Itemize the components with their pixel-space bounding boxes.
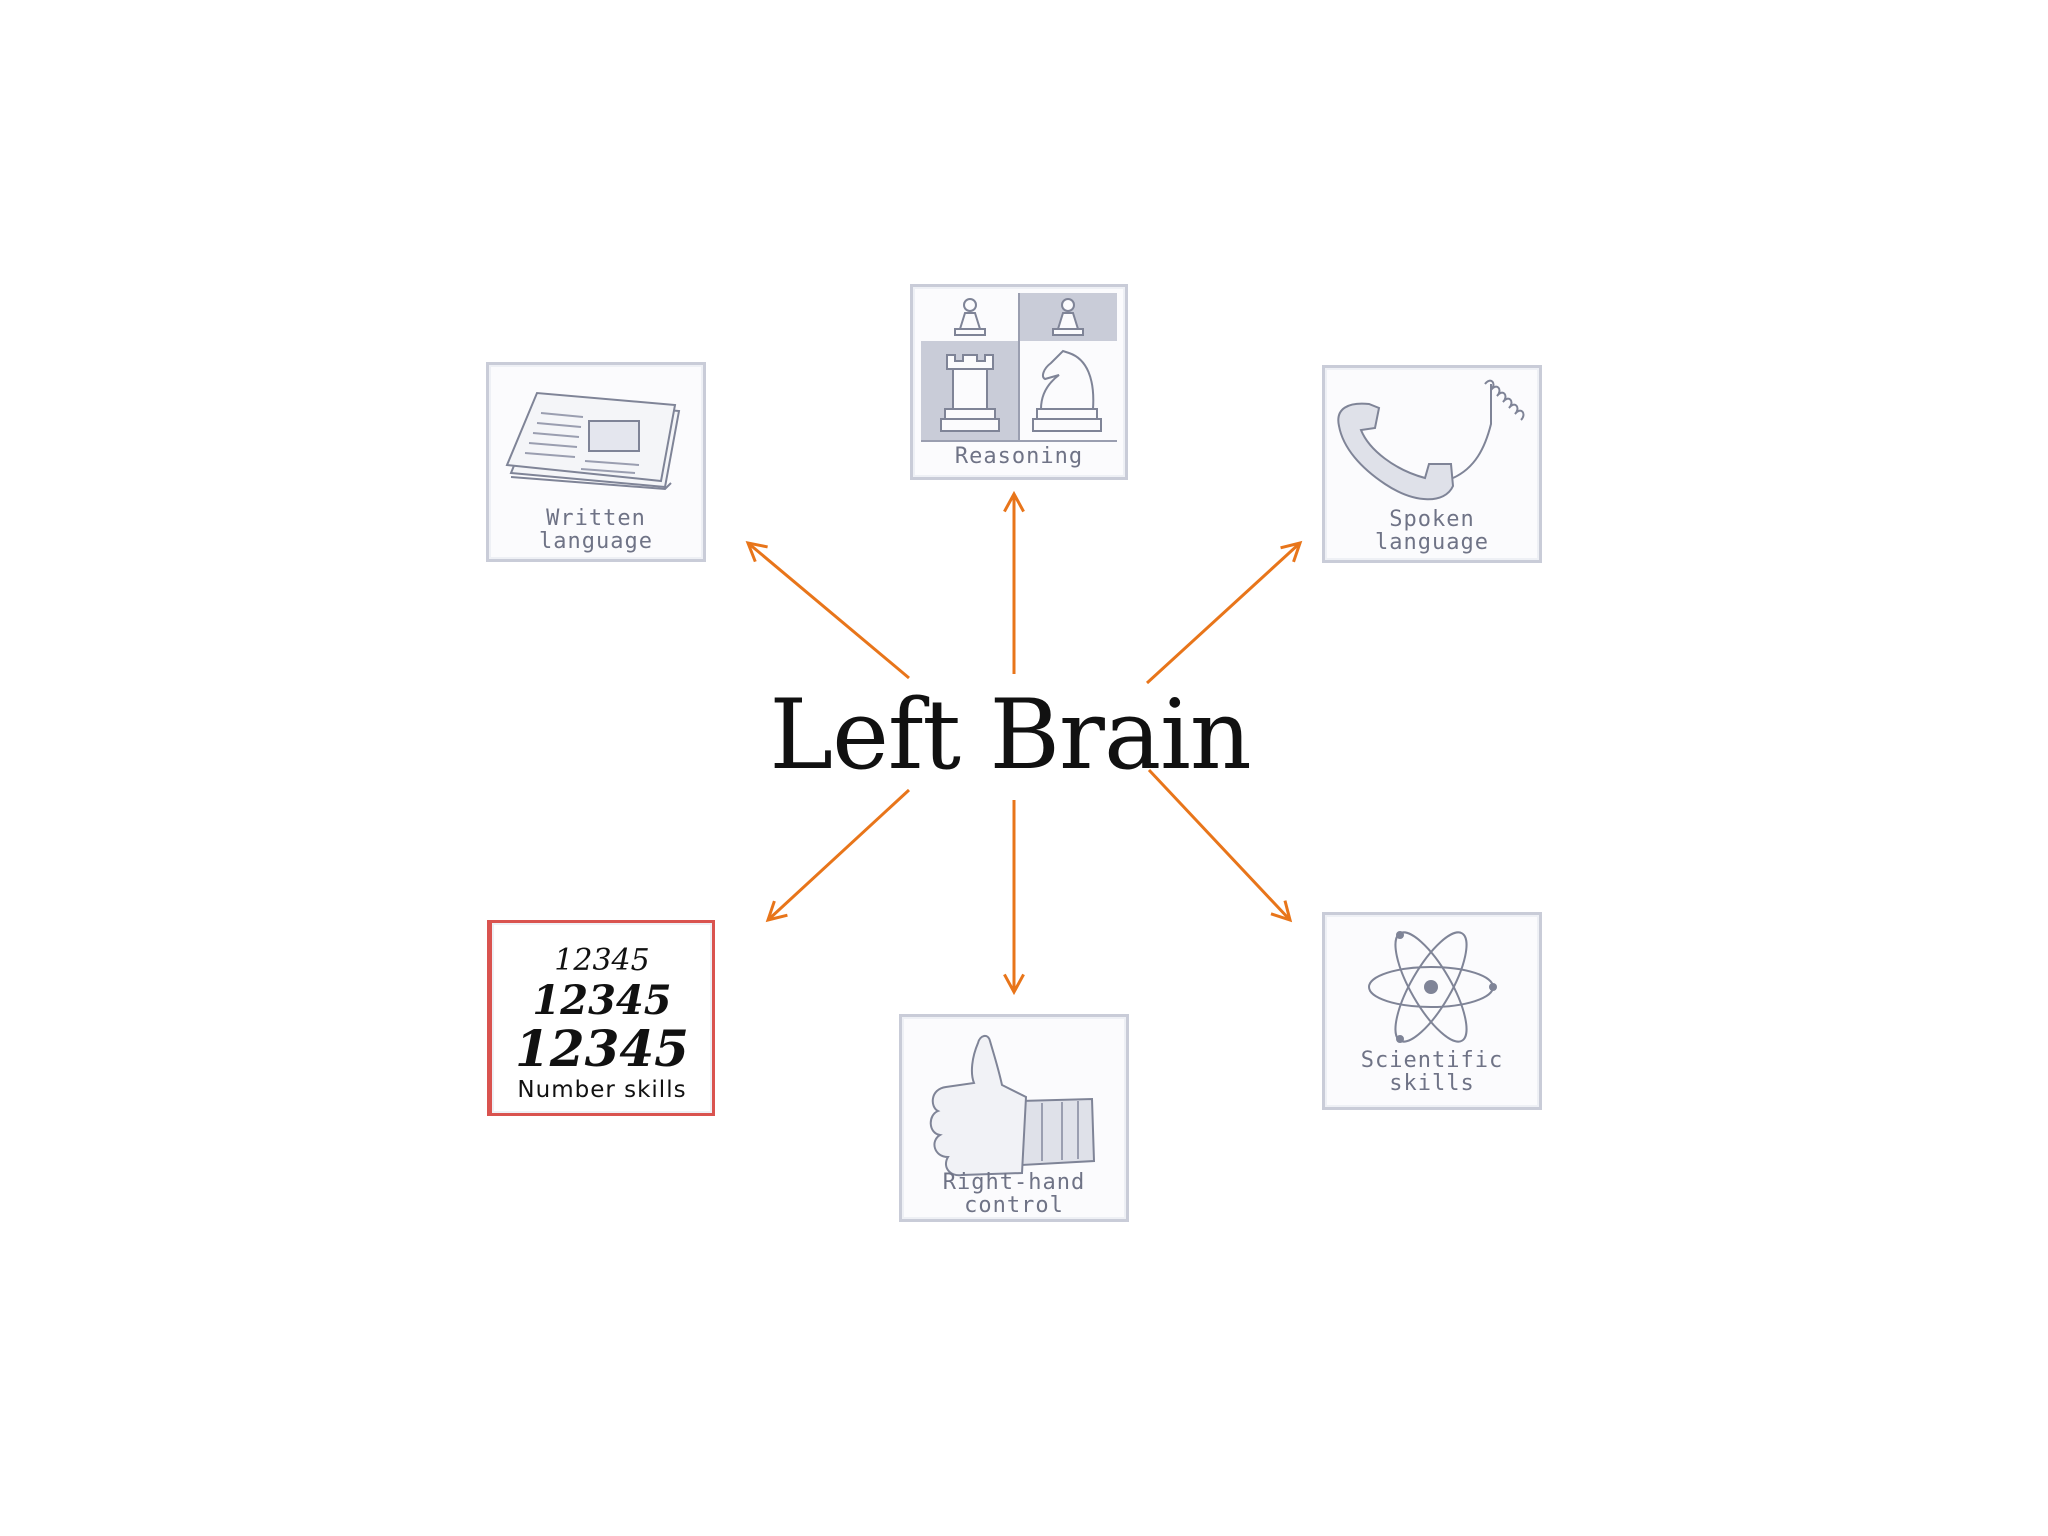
- reasoning-card: Reasoning: [910, 284, 1128, 480]
- arrow-to-scientific-skills: [1147, 768, 1293, 923]
- scientific-skills-label-line-2: skills: [1389, 1071, 1475, 1096]
- right-hand-control-label-line-2: control: [964, 1193, 1064, 1218]
- chess-pieces-icon: [921, 293, 1117, 442]
- number-line-1: 12345: [554, 943, 650, 978]
- right-hand-control-card: Right-hand control: [899, 1014, 1129, 1222]
- atom-icon: [1368, 931, 1497, 1043]
- arrow-to-spoken-language-head: [1280, 540, 1303, 563]
- number-skills-label: Number skills: [517, 1077, 687, 1103]
- number-line-3: 12345: [515, 1019, 689, 1078]
- arrow-to-spoken-language: [1145, 540, 1303, 685]
- arrow-to-written-language: [745, 540, 910, 680]
- right-hand-control-label-line-1: Right-hand: [942, 1170, 1086, 1195]
- scientific-skills-card: Scientific skills: [1322, 912, 1542, 1110]
- spoken-language-card: Spoken language: [1322, 365, 1542, 563]
- written-language-card: Written language: [486, 362, 706, 562]
- thumbs-up-hand-icon: [929, 1035, 1096, 1177]
- arrow-to-reasoning-head: [1003, 490, 1025, 513]
- arrow-to-number-skills-head: [765, 900, 788, 923]
- arrow-to-reasoning: [1003, 490, 1025, 674]
- written-language-label-line-2: language: [539, 529, 653, 554]
- scientific-skills-label-line-1: Scientific: [1360, 1048, 1504, 1073]
- arrow-to-scientific-skills-head: [1270, 900, 1293, 923]
- arrow-to-right-hand-control: [1003, 800, 1025, 996]
- spoken-language-label-line-2: language: [1375, 530, 1489, 555]
- spoken-language-label-line-1: Spoken: [1389, 507, 1475, 532]
- reasoning-label: Reasoning: [954, 444, 1084, 469]
- diagram-title: Left Brain: [769, 679, 1251, 791]
- number-line-2: 12345: [532, 977, 672, 1024]
- number-skills-card: 12345 12345 12345 Number skills: [487, 920, 715, 1116]
- newspaper-icon: [505, 391, 681, 491]
- arrow-to-written-language-head: [745, 540, 768, 563]
- telephone-receiver-icon: [1337, 379, 1525, 501]
- arrow-to-right-hand-control-head: [1003, 973, 1025, 996]
- arrow-to-number-skills: [765, 788, 911, 923]
- written-language-label-line-1: Written: [546, 506, 646, 531]
